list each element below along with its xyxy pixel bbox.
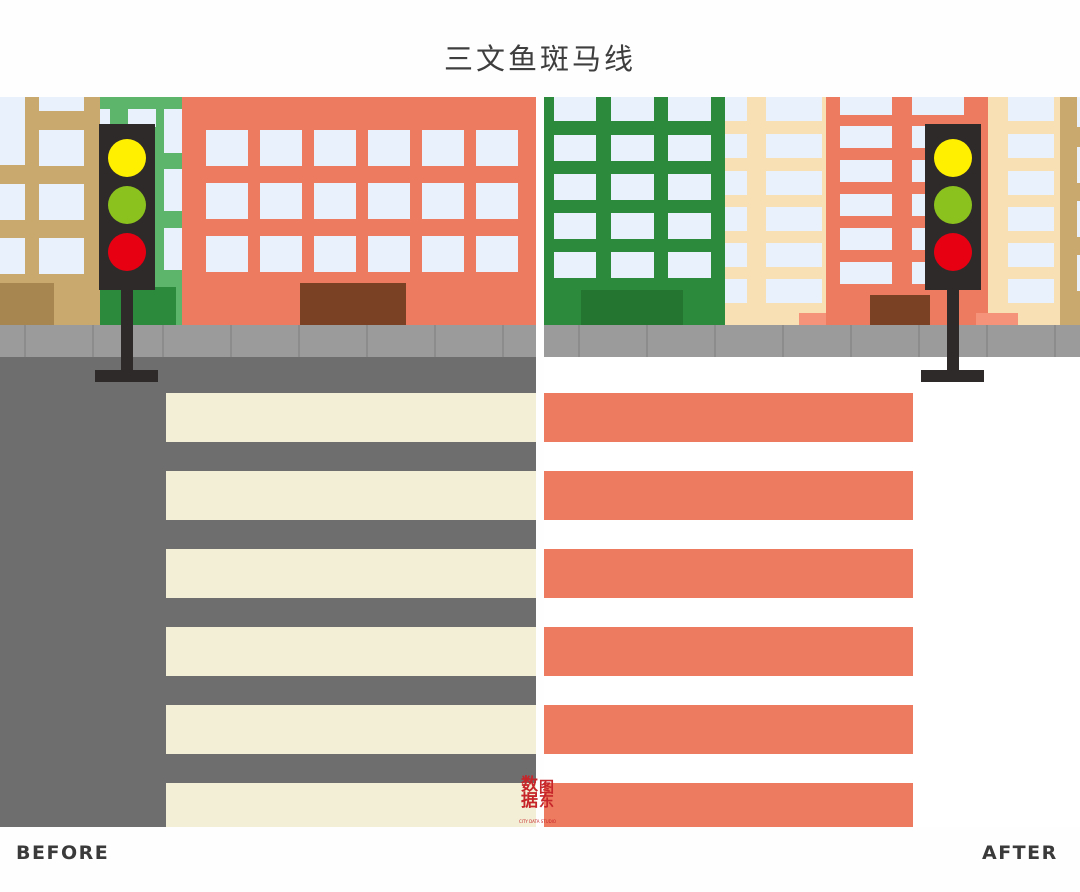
crosswalk-stripe [544,549,913,598]
tan-building [0,97,100,325]
crosswalk-stripe [166,783,536,827]
door [300,283,406,325]
green-building [544,97,725,325]
crosswalk-stripe [166,705,536,754]
yellow-light-icon [934,139,972,177]
door [870,295,930,325]
tan-building [1060,97,1080,325]
door [0,283,54,325]
crosswalk-stripe [166,627,536,676]
watermark-subtext: CITY DATA STUDIO [519,819,557,824]
watermark-logo: 数据图东 CITY DATA STUDIO [517,775,559,827]
sidewalk [0,325,536,357]
cream-building [725,97,826,325]
door [581,290,683,325]
salmon-building [182,97,536,325]
cream-building [976,97,1060,325]
crosswalk-stripe [166,393,536,442]
red-light-icon [108,233,146,271]
page-title: 三文鱼斑马线 [443,42,636,76]
after-label: AFTER [982,842,1058,864]
watermark-text: 数据图东 [517,775,555,807]
crosswalk-stripe [166,549,536,598]
crosswalk-stripe [544,393,913,442]
sidewalk [544,325,1080,357]
crosswalk-stripe [544,705,913,754]
green-light-icon [934,186,972,224]
crosswalk-stripe [544,783,913,827]
red-light-icon [934,233,972,271]
before-label: BEFORE [16,842,110,864]
crosswalk-stripe [544,627,913,676]
before-panel [0,97,536,827]
crosswalk-stripe [166,471,536,520]
green-light-icon [108,186,146,224]
after-panel [544,97,1080,827]
yellow-light-icon [108,139,146,177]
crosswalk-stripe [544,471,913,520]
